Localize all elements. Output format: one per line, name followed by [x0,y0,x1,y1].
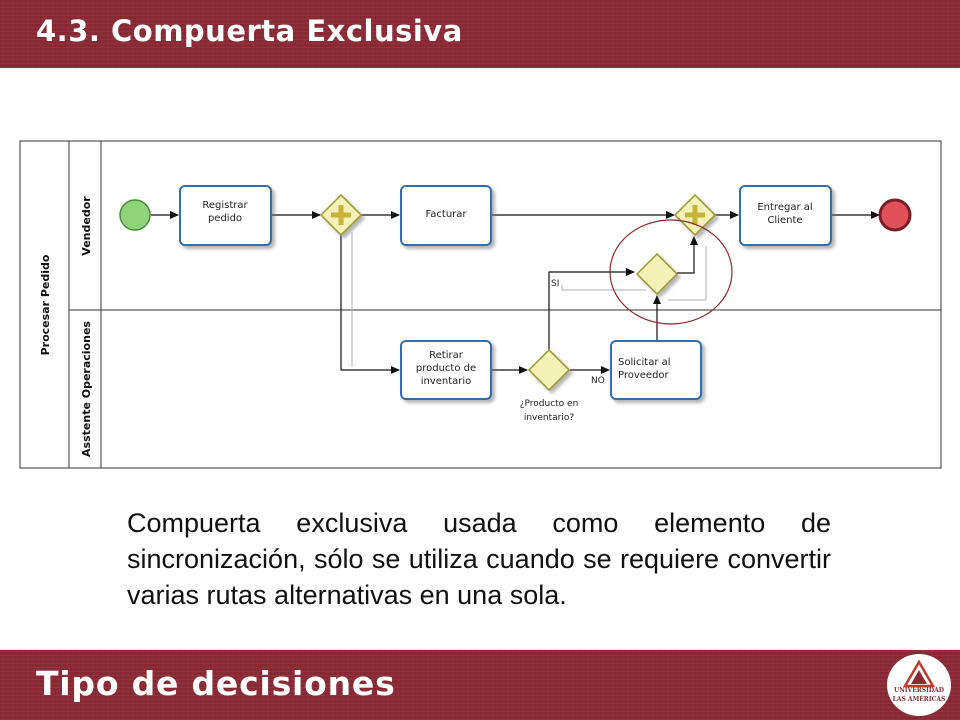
logo-text-line1: UNIVERSIDAD [894,687,944,694]
task-registrar-line1: Registrar [202,200,248,211]
start-event [119,199,151,231]
task-retirar-line3: inventario [421,376,472,387]
flow-label-no: NO [591,376,605,386]
lane-label-asistente: Asstente Operaciones [80,321,93,457]
parallel-gateway-join [673,193,717,237]
flow-decision-si [548,268,635,350]
flow-merge-gw2 [677,236,698,274]
highlight-circle [609,219,733,325]
task-solicitar-proveedor [610,340,702,400]
task-entregar-line1: Entregar al [757,202,812,213]
header-band [0,0,960,68]
task-solicitar-line1: Solicitar al [618,357,671,368]
description-text: Compuerta exclusiva usada como elemento … [127,508,831,610]
exclusive-gateway-merge [635,252,679,296]
end-event [878,198,912,232]
task-registrar-line2: pedido [208,213,242,224]
slide-title: 4.3. Compuerta Exclusiva [36,14,463,48]
pool-label: Procesar Pedido [39,254,52,355]
secondary-connectors [351,232,707,367]
logo-text-line2: LAS AMÉRICAS [892,696,946,703]
lane-label-vendedor: Vendedor [80,196,93,256]
pool-border [19,140,942,469]
task-registrar-pedido [179,185,272,246]
flow-gw1-retirar [340,235,400,374]
university-logo: UNIVERSIDAD LAS AMÉRICAS [887,654,951,716]
exclusive-gateway-decision [527,348,571,392]
task-retirar-producto [400,340,492,400]
task-retirar-line2: producto de [416,363,476,374]
task-facturar-line1: Facturar [425,209,467,220]
task-facturar [400,185,492,246]
task-entregar-line2: Cliente [767,215,802,226]
parallel-gateway-split [319,193,363,237]
flow-label-si: SI [551,279,559,289]
task-entregar-cliente [739,185,832,246]
footer-band [0,650,960,720]
task-solicitar-line2: Proveedor [618,370,670,381]
gateway-question-line2: inventario? [524,413,575,423]
task-retirar-line1: Retirar [429,350,464,361]
gateway-question-line1: ¿Producto en [520,399,579,409]
footer-title: Tipo de decisiones [36,664,396,703]
